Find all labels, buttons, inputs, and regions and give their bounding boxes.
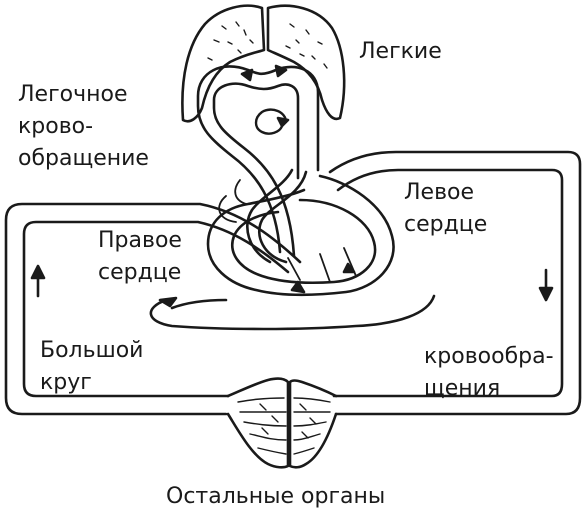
circular-arrow-icon xyxy=(254,108,288,135)
systemic-circuit-vessels xyxy=(4,150,582,416)
flow-arrows xyxy=(30,64,554,308)
arrow-lung-left-icon xyxy=(240,68,254,82)
lungs-illustration xyxy=(181,4,346,123)
capillaries xyxy=(237,397,331,455)
label-systemic-left-1: Большой xyxy=(40,338,144,363)
arrow-down-icon xyxy=(538,268,554,302)
label-systemic-right-2: щения xyxy=(424,376,501,401)
label-systemic-right-1: кровообра- xyxy=(424,344,554,369)
left-lung xyxy=(181,4,266,123)
organs-illustration xyxy=(226,377,338,469)
label-organs: Остальные органы xyxy=(166,484,386,509)
pulmonary-circuit-vessels xyxy=(196,65,320,264)
label-right-heart-1: Правое xyxy=(98,228,182,253)
arrow-heart-left-icon xyxy=(290,280,306,294)
arrow-up-icon xyxy=(30,264,46,298)
arrow-lung-right-icon xyxy=(274,64,288,78)
label-systemic-left-2: круг xyxy=(40,370,92,395)
label-left-heart-2: сердце xyxy=(404,212,488,237)
arrow-heart-right-icon xyxy=(342,262,356,274)
right-lung xyxy=(266,4,346,121)
label-right-heart-2: сердце xyxy=(98,260,182,285)
label-pulmonary-3: обращение xyxy=(18,146,149,171)
arrow-right-icon xyxy=(158,296,178,308)
label-pulmonary-1: Легочное xyxy=(18,82,128,107)
label-lungs: Легкие xyxy=(359,39,442,64)
label-left-heart-1: Левое xyxy=(404,180,475,205)
label-pulmonary-2: крово- xyxy=(18,114,94,139)
lung-texture xyxy=(207,21,328,69)
